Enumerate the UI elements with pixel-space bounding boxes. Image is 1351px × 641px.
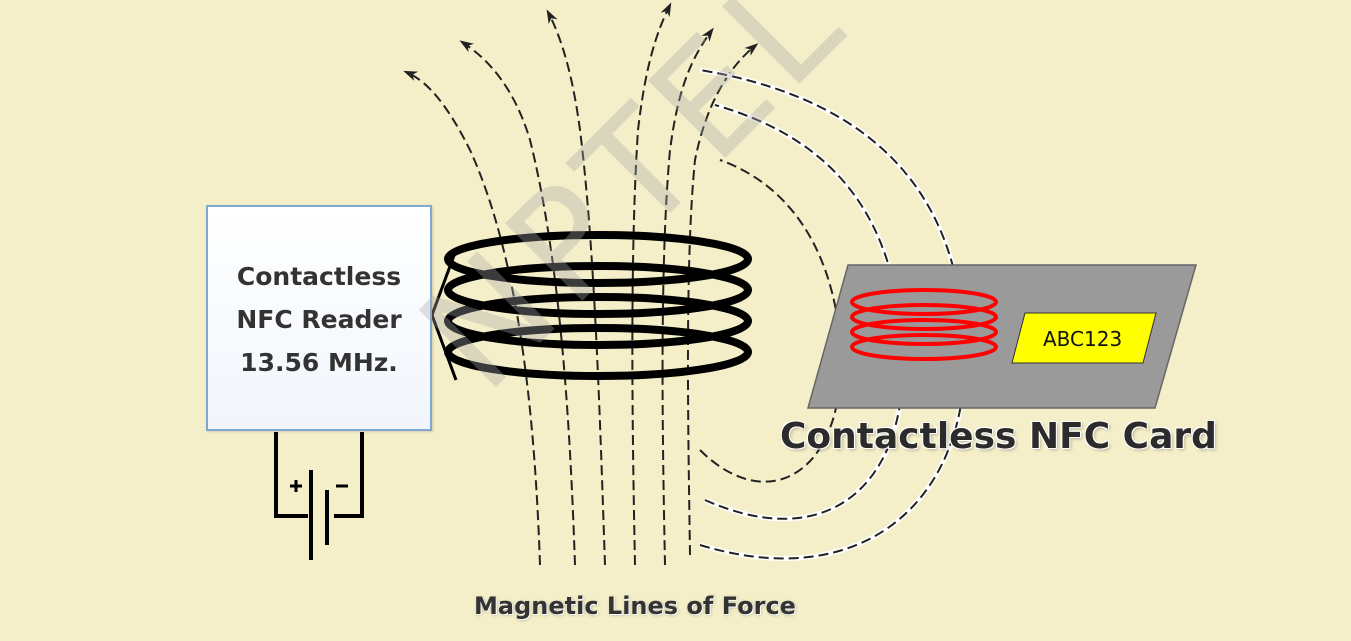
coil-lead	[430, 249, 458, 381]
reader-frequency: 13.56 MHz.	[240, 348, 398, 377]
nfc-card	[807, 264, 1197, 409]
reader-coil	[444, 231, 752, 380]
nfc-reader-box: Contactless NFC Reader 13.56 MHz.	[206, 205, 432, 431]
field-lines-caption: Magnetic Lines of Force	[474, 592, 796, 620]
field-loop	[699, 159, 842, 483]
chip-id-label: ABC123	[1043, 327, 1123, 351]
card-antenna-coil	[850, 288, 998, 361]
field-line	[686, 43, 759, 556]
nfc-card-label: Contactless NFC Card	[780, 416, 1217, 457]
field-line	[459, 40, 576, 566]
field-line	[631, 2, 672, 566]
battery-circuit	[274, 432, 364, 560]
field-line	[661, 27, 714, 566]
field-line	[546, 9, 606, 566]
field-line	[403, 70, 541, 566]
chip-area	[1011, 312, 1157, 364]
reader-label-line1: Contactless	[236, 262, 402, 291]
reader-label-line2: NFC Reader	[236, 305, 402, 334]
